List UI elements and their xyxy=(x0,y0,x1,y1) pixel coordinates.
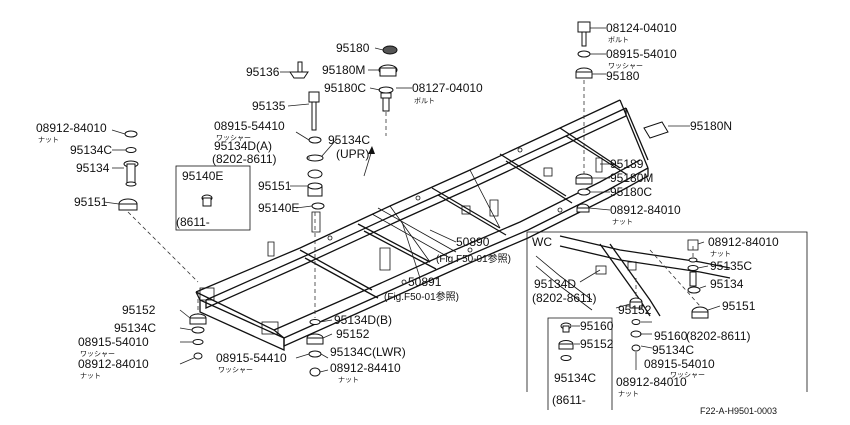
wc-inset xyxy=(526,231,808,392)
label-wc-95134c: 95134C xyxy=(652,343,694,357)
label-08915-54010-right: 08915-54010 xyxy=(606,47,677,61)
label-95189: 95189 xyxy=(610,157,644,171)
label-08912-84010-right: 08912-84010 xyxy=(610,203,681,217)
label-wc-95135c: 95135C xyxy=(710,259,752,273)
ref-50891: (Fig.F50-01参照) xyxy=(384,290,459,303)
part-labels: 95180 95136 95180M 95180C 08127-04010 ボル… xyxy=(36,21,732,384)
label-08915-54010-left: 08915-54010 xyxy=(78,335,149,349)
label-95180m: 95180M xyxy=(322,63,365,77)
note-washer-4: ワッシャー xyxy=(218,366,253,374)
label-in-95134c: 95134C xyxy=(554,371,596,385)
label-95180-right: 95180 xyxy=(606,69,640,83)
label-95180n: 95180N xyxy=(690,119,732,133)
label-wc-8202-8611-b: (8202-8611) xyxy=(686,329,751,343)
label-box-8611: (8611- xyxy=(176,215,210,229)
label-08912-84010-bottom-left: 08912-84010 xyxy=(78,357,149,371)
label-95152-left: 95152 xyxy=(122,303,156,317)
label-95180: 95180 xyxy=(336,41,370,55)
small-inset xyxy=(547,317,613,410)
label-95134-left: 95134 xyxy=(76,161,110,175)
label-wc-08912-84010: 08912-84010 xyxy=(708,235,779,249)
label-wc-08915-54010: 08915-54010 xyxy=(644,357,715,371)
label-95180c: 95180C xyxy=(324,81,366,95)
drawing-id: F22-A-H9501-0003 xyxy=(700,406,777,416)
label-in-8611: (8611- xyxy=(552,393,586,407)
label-wc-8202-8611: (8202-8611) xyxy=(532,291,597,305)
label-95140e: 95140E xyxy=(258,201,299,215)
note-nut-1: ナット xyxy=(38,136,59,144)
note-washer-wc: ワッシャー xyxy=(670,371,705,379)
label-50891: 50891 xyxy=(408,275,442,289)
label-95134c-lwr: 95134C(LWR) xyxy=(330,345,406,359)
label-95134d-a: 95134D(A) xyxy=(214,139,272,153)
label-95134d-b: 95134D(B) xyxy=(334,313,392,327)
note-nut-wc1: ナット xyxy=(710,250,731,258)
note-washer-1: ワッシャー xyxy=(216,134,251,142)
label-95152-center: 95152 xyxy=(336,327,370,341)
label-95134c-bottom-left: 95134C xyxy=(114,321,156,335)
label-wc-95152: 95152 xyxy=(618,303,652,317)
note-bolt-2: ボルト xyxy=(608,36,629,44)
label-08915-54410-bottom: 08915-54410 xyxy=(216,351,287,365)
chassis-frame xyxy=(195,99,649,352)
mount-parts xyxy=(118,21,669,377)
label-95151-left: 95151 xyxy=(74,195,108,209)
label-95135: 95135 xyxy=(252,99,286,113)
label-08912-84410: 08912-84410 xyxy=(330,361,401,375)
label-95180c-right: 95180C xyxy=(610,185,652,199)
label-wc-95134d: 95134D xyxy=(534,277,576,291)
label-wc-08912-84010-b: 08912-84010 xyxy=(616,375,687,389)
label-08127-04010: 08127-04010 xyxy=(412,81,483,95)
ref-50890: (Fig.F50-01参照) xyxy=(436,252,511,265)
label-95136: 95136 xyxy=(246,65,280,79)
label-95134c-left: 95134C xyxy=(70,143,112,157)
label-wc-95160: 95160 xyxy=(654,329,688,343)
label-95151-center: 95151 xyxy=(258,179,292,193)
label-08915-54410-top: 08915-54410 xyxy=(214,119,285,133)
label-wc-95134: 95134 xyxy=(710,277,744,291)
label-08912-84010-left: 08912-84010 xyxy=(36,121,107,135)
note-washer-3: ワッシャー xyxy=(80,350,115,358)
note-nut-2: ナット xyxy=(612,218,633,226)
label-95134c-upr: 95134C xyxy=(328,133,370,147)
label-08124-04010: 08124-04010 xyxy=(606,21,677,35)
label-wc-95151: 95151 xyxy=(722,299,756,313)
leader-lines xyxy=(103,27,690,373)
detail-box-95140e xyxy=(175,165,251,231)
label-95180m-right: 95180M xyxy=(610,171,653,185)
wc-labels: WC 08912-84010 ナット 95135C 95134 95151 95… xyxy=(532,235,779,398)
label-8202-8611-a: (8202-8611) xyxy=(212,152,277,166)
note-nut-wc2: ナット xyxy=(618,390,639,398)
note-washer-2: ワッシャー xyxy=(608,62,643,70)
note-bolt-1: ボルト xyxy=(414,97,435,105)
small-inset-labels: 95160 95152 95134C (8611- xyxy=(552,319,614,407)
note-nut-4: ナット xyxy=(338,376,359,384)
label-upr: (UPR) xyxy=(336,147,369,161)
label-box-95140e: 95140E xyxy=(182,169,223,183)
label-wc: WC xyxy=(532,235,552,249)
note-nut-3: ナット xyxy=(80,372,101,380)
label-50890: 50890 xyxy=(456,235,490,249)
label-in-95160: 95160 xyxy=(580,319,614,333)
label-in-95152: 95152 xyxy=(580,337,614,351)
